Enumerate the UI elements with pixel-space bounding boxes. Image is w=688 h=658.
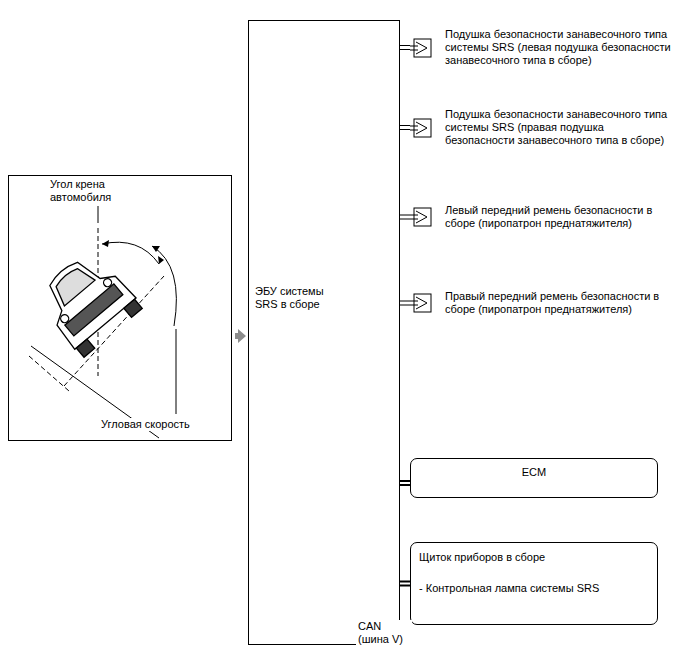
illustration-box: Угол крена автомобиляУгловая скорость — [8, 175, 232, 441]
node-text: Подушка безопасности занавесочного типа … — [445, 108, 672, 147]
control-unit-box: ЭБУ системы SRS в сборе — [248, 20, 400, 645]
module-box: Щиток приборов в сборе- Контрольная ламп… — [410, 542, 658, 625]
node-text: Щиток приборов в сборе — [411, 543, 657, 564]
illustration-label: Угол крена автомобиля — [50, 178, 140, 204]
bus-label: CAN (шина V) — [356, 620, 412, 646]
squib-output: Правый передний ремень безопасности в сб… — [410, 290, 672, 316]
node-text: - Контрольная лампа системы SRS — [411, 564, 657, 595]
squib-symbol — [410, 207, 432, 227]
connector — [235, 329, 246, 343]
connector — [400, 126, 410, 130]
node-text: ECM — [411, 459, 657, 479]
squib-output: Левый передний ремень безопасности в сбо… — [410, 204, 672, 230]
squib-symbol — [410, 38, 432, 58]
connector — [400, 301, 410, 305]
module-box: ECM — [410, 458, 658, 498]
node-text: Подушка безопасности занавесочного типа … — [445, 28, 672, 67]
squib-symbol — [410, 293, 432, 313]
illustration-label: Угловая скорость — [101, 418, 190, 431]
node-text: Правый передний ремень безопасности в сб… — [445, 290, 672, 316]
vehicle-roll-illustration — [9, 176, 231, 440]
squib-output: Подушка безопасности занавесочного типа … — [410, 28, 672, 67]
node-text: ЭБУ системы SRS в сборе — [255, 285, 335, 311]
squib-symbol — [410, 118, 432, 138]
node-text: Левый передний ремень безопасности в сбо… — [445, 204, 672, 230]
connector — [400, 46, 410, 50]
squib-output: Подушка безопасности занавесочного типа … — [410, 108, 672, 147]
connector — [400, 215, 410, 219]
connector — [400, 483, 410, 484]
